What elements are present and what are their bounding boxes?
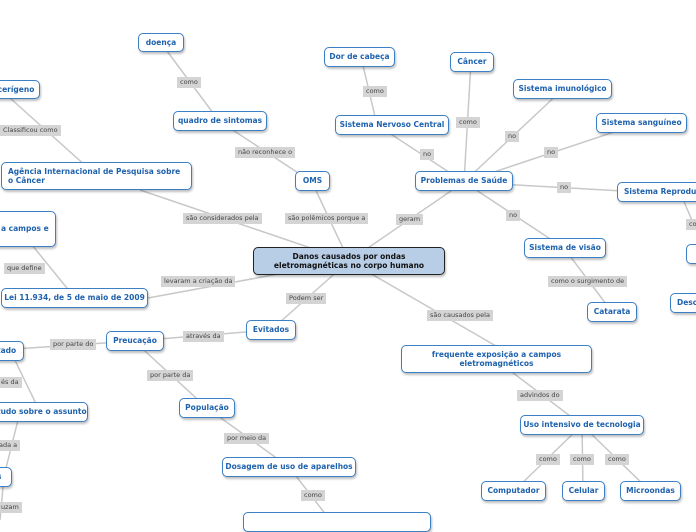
node-preucacao[interactable]: Preucação: [106, 331, 164, 351]
label-por-meio-da: por meio da: [224, 433, 270, 444]
label-como-doenca: como: [177, 77, 201, 88]
node-sistema-visao[interactable]: Sistema de visão: [524, 238, 606, 258]
label-por-parte-da: por parte da: [147, 370, 194, 381]
label-considerados-pela: são considerados pela: [183, 213, 262, 224]
central-topic[interactable]: Danos causados por ondas eletromagnética…: [253, 247, 445, 275]
node-estudo[interactable]: tudo sobre o assunto: [0, 402, 88, 422]
node-s-cut[interactable]: s: [0, 467, 12, 487]
label-da-a: ada a: [0, 440, 21, 451]
label-por-parte-do: por parte do: [50, 339, 97, 350]
node-populacao[interactable]: População: [179, 398, 235, 418]
node-microondas[interactable]: Microondas: [620, 481, 681, 501]
label-geram: geram: [396, 214, 424, 225]
node-sistema-reprodutor[interactable]: Sistema Reproduto: [617, 182, 696, 202]
node-desc[interactable]: Desc: [670, 293, 696, 313]
node-sistema-nervoso[interactable]: Sistema Nervoso Central: [335, 115, 449, 135]
label-podem-ser: Podem ser: [286, 293, 327, 304]
label-como-surgimento: como o surgimento de: [548, 276, 628, 287]
label-como-celular: como: [570, 454, 594, 465]
node-dosagem[interactable]: Dosagem de uso de aparelhos: [222, 457, 356, 477]
node-doenca[interactable]: doença: [138, 33, 184, 52]
label-no-sangue: no: [544, 147, 559, 158]
edge: [348, 260, 497, 347]
label-co-cut: co: [686, 219, 696, 230]
label-como-computador: como: [536, 454, 560, 465]
label-como-cancer: como: [456, 117, 480, 128]
label-uzam: uzam: [0, 502, 22, 513]
node-cancer[interactable]: Câncer: [450, 52, 494, 72]
node-problemas-saude[interactable]: Problemas de Saúde: [415, 171, 513, 191]
label-advindos-do: advindos do: [517, 390, 563, 401]
node-evitados[interactable]: Evitados: [246, 320, 296, 340]
node-dor-cabeca[interactable]: Dor de cabeça: [324, 47, 395, 67]
node-exposta-campos[interactable]: a campos e: [0, 211, 56, 247]
label-no-imuno: no: [505, 131, 520, 142]
node-agencia[interactable]: Agência Internacional de Pesquisa sobre …: [1, 162, 192, 190]
node-celular[interactable]: Celular: [562, 481, 605, 501]
label-no-visao: no: [506, 210, 521, 221]
node-estado[interactable]: tado: [0, 341, 24, 361]
node-frequente-exposicao[interactable]: frequente exposição a campos eletromagné…: [401, 345, 592, 373]
label-levaram: levaram a criação da: [161, 276, 236, 287]
label-como-microondas: como: [605, 454, 629, 465]
label-que-define: que define: [4, 263, 45, 274]
label-causados-pela: são causados pela: [427, 310, 493, 321]
label-classificou-como: Classificou como: [0, 125, 61, 136]
node-computador[interactable]: Computador: [481, 481, 546, 501]
label-como-dor: como: [363, 86, 387, 97]
label-como-dosagem: como: [301, 490, 325, 501]
node-catarata[interactable]: Catarata: [587, 302, 637, 322]
label-no-reprodutor: no: [557, 182, 572, 193]
label-polemicos: são polêmicos porque a: [285, 213, 369, 224]
label-ves-da: és da: [0, 377, 22, 388]
node-oms[interactable]: OMS: [295, 171, 330, 191]
node-bottom-cut[interactable]: [243, 512, 431, 532]
node-sistema-imunologico[interactable]: Sistema imunológico: [513, 79, 612, 99]
label-no-nervoso: no: [420, 149, 435, 160]
label-atraves-da: através da: [183, 331, 224, 342]
label-nao-reconhece: não reconhece o: [235, 147, 296, 158]
node-quadro-sintomas[interactable]: quadro de sintomas: [173, 111, 267, 131]
node-uso-tecnologia[interactable]: Uso intensivo de tecnologia: [520, 415, 644, 435]
node-lei[interactable]: Lei 11.934, de 5 de maio de 2009: [1, 288, 148, 308]
node-sistema-cut[interactable]: [686, 244, 696, 264]
node-cancerigeno[interactable]: cerígeno: [0, 80, 40, 99]
node-sistema-sanguineo[interactable]: Sistema sanguíneo: [596, 113, 687, 133]
